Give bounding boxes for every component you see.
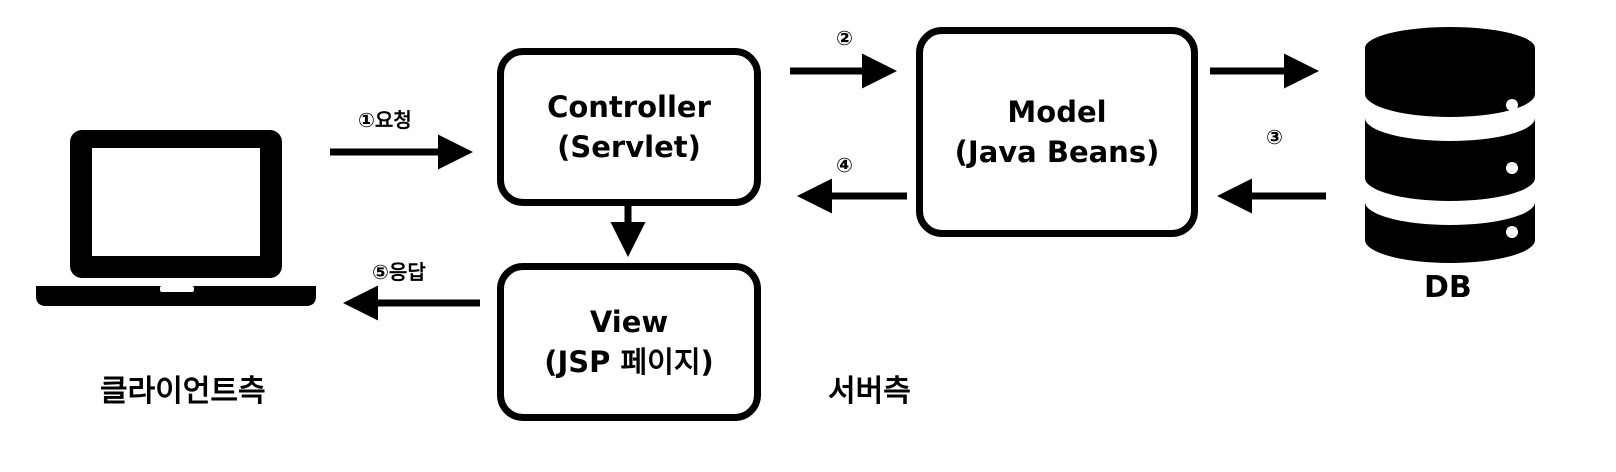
laptop-icon <box>36 130 316 306</box>
controller-title: Controller <box>547 90 711 124</box>
db-label: DB <box>1424 270 1472 305</box>
database-icon <box>1365 27 1535 263</box>
model-box: Model (Java Beans) <box>916 27 1198 237</box>
step-3-label: ③ <box>1266 125 1283 149</box>
controller-subtitle: (Servlet) <box>557 130 701 164</box>
step-4-label: ④ <box>836 153 853 177</box>
view-subtitle: (JSP 페이지) <box>544 345 714 379</box>
client-side-label: 클라이언트측 <box>100 374 266 409</box>
view-title: View <box>589 305 669 339</box>
step-2-label: ② <box>836 26 853 50</box>
step-request-label: ①요청 <box>358 108 412 132</box>
step-response-label: ⑤응답 <box>372 260 426 284</box>
view-box: View (JSP 페이지) <box>497 263 761 421</box>
model-title: Model <box>1007 95 1107 129</box>
server-side-label: 서버측 <box>828 374 911 409</box>
controller-box: Controller (Servlet) <box>497 48 761 206</box>
model-subtitle: (Java Beans) <box>954 135 1160 169</box>
